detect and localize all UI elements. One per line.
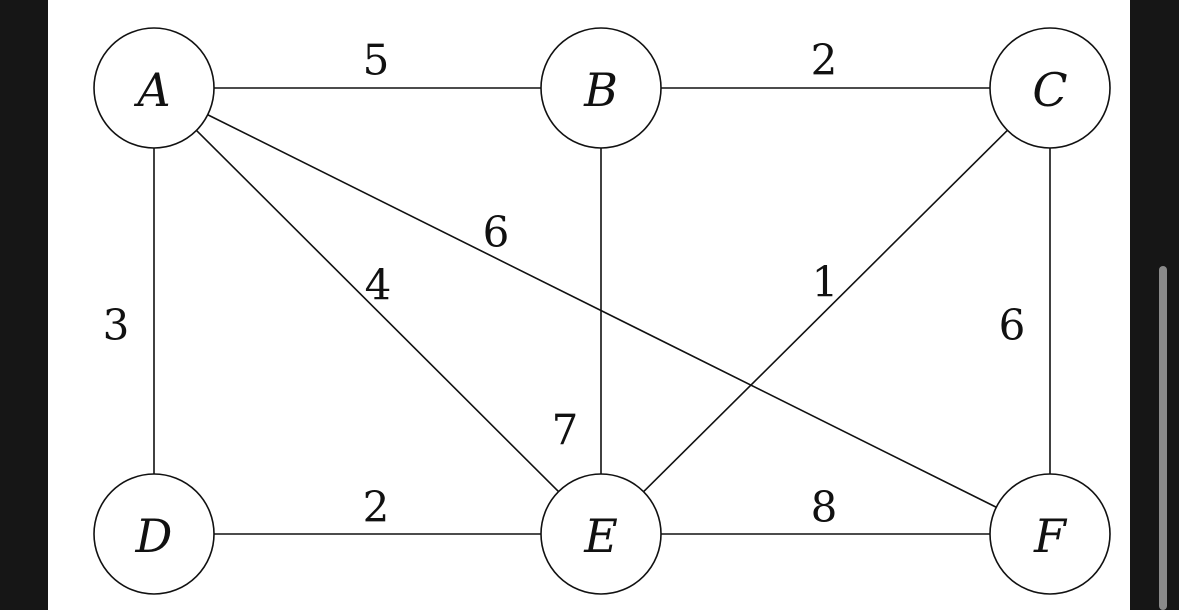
edge-a-e [195,129,560,493]
node-circle-b [540,27,662,149]
node-label-b: B [583,63,618,117]
node-label-f: F [1033,509,1068,563]
weight-label-a-e: 4 [365,261,392,310]
edges-layer [153,87,1051,535]
node-circle-e [540,473,662,595]
weight-label-a-f: 6 [483,208,510,257]
node-f: F [989,473,1111,595]
weight-label-a-b: 5 [363,36,390,85]
node-circle-a [93,27,215,149]
node-circle-c [989,27,1111,149]
weight-label-d-e: 2 [363,483,390,532]
node-label-a: A [133,63,170,117]
weight-label-b-c: 2 [811,36,838,85]
node-label-c: C [1032,63,1067,117]
weight-label-b-e: 7 [552,406,579,455]
nodes-layer: A B C D E F [93,27,1111,595]
node-label-d: D [135,509,173,563]
edge-c-e [643,129,1008,493]
node-a: A [93,27,215,149]
node-label-e: E [583,509,618,563]
weights-layer: 5 2 3 4 6 7 1 6 2 8 [103,36,1026,532]
node-b: B [540,27,662,149]
scrollbar-thumb[interactable] [1159,266,1167,610]
weight-label-e-f: 8 [811,483,838,532]
edge-a-f [207,114,997,508]
weight-label-c-e: 1 [812,258,839,307]
node-d: D [93,473,215,595]
weight-label-c-f: 6 [999,301,1026,350]
weight-label-a-d: 3 [103,301,130,350]
node-e: E [540,473,662,595]
node-c: C [989,27,1111,149]
graph-canvas: A B C D E F 5 2 3 4 6 7 1 6 2 8 [48,0,1130,610]
scrollbar-track[interactable] [1130,0,1179,610]
node-circle-d [93,473,215,595]
weighted-graph: A B C D E F 5 2 3 4 6 7 1 6 2 8 [93,27,1111,595]
node-circle-f [989,473,1111,595]
